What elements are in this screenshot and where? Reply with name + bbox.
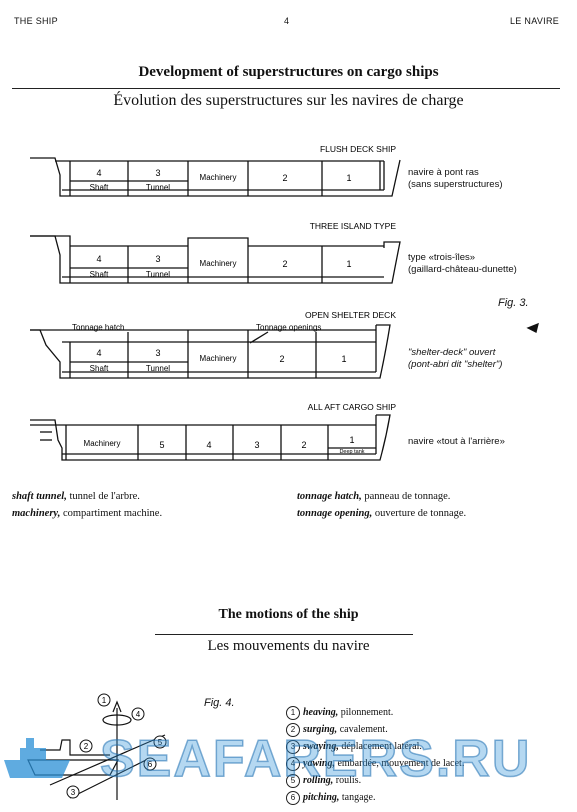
flush-deck-ship [30,157,401,197]
open-shelter-deck-ship [30,324,391,379]
ship1-machinery: Machinery [200,173,237,182]
ship2-hold-1: 1 [346,259,351,269]
motion-axis-markers: 1 2 3 4 5 6 [66,693,167,799]
glossary-item: machinery, compartiment machine. [12,508,163,519]
ship-diagrams: FLUSH DECK SHIP 4 3 Shaft Tunnel Machine… [30,144,539,461]
ship1-tunnel: Tunnel [146,183,170,192]
ship1-desc: navire à pont ras (sans superstructures) [408,167,503,190]
section2-title-en: The motions of the ship [218,607,359,622]
axis-marker: 4 [136,710,141,719]
ship1-hold-2: 2 [282,173,287,183]
axis-marker: 2 [84,742,89,751]
axis-marker: 1 [102,696,107,705]
ship2-label: THREE ISLAND TYPE [310,221,397,231]
ship3-tunnel: Tunnel [146,364,170,373]
running-head-left: THE SHIP [14,16,58,26]
ship1-hold-1: 1 [346,173,351,183]
section-title-fr: Évolution des superstructures sur les na… [113,92,464,109]
fig3-label: Fig. 3. [498,297,529,309]
ship4-label: ALL AFT CARGO SHIP [308,402,397,412]
ship3-hold-1: 1 [341,354,346,364]
ship2-desc: type «trois-îles» (gaillard-château-dune… [408,252,517,275]
glossary-item: shaft tunnel, tunnel de l'arbre. [12,491,140,502]
ship2-hold-4: 4 [96,254,101,264]
ship3-shaft: Shaft [90,364,109,373]
section2-title-fr: Les mouvements du navire [207,638,370,654]
ship4-hold-3: 3 [254,440,259,450]
ship2-hold-3: 3 [155,254,160,264]
ship3-hold-4: 4 [96,348,101,358]
ship1-hold-4: 4 [96,168,101,178]
all-aft-cargo-ship [30,414,391,461]
ship3-hold-2: 2 [279,354,284,364]
ship1-shaft: Shaft [90,183,109,192]
glossary-left: shaft tunnel, tunnel de l'arbre. machine… [12,488,162,522]
glossary-item: tonnage opening, ouverture de tonnage. [297,508,467,519]
tonnage-hatch-label: Tonnage hatch [72,323,125,332]
ship4-hold-4: 4 [206,440,211,450]
ship3-hold-3: 3 [155,348,160,358]
glossary-item: tonnage hatch, panneau de tonnage. [297,491,451,502]
ship2-hold-2: 2 [282,259,287,269]
title-rule [12,88,560,89]
section-title-en: Development of superstructures on cargo … [138,64,439,80]
tonnage-openings-label: Tonnage openings [256,323,321,332]
running-head-right: LE NAVIRE [510,16,560,26]
ship4-desc: navire «tout à l'arrière» [408,436,505,447]
section2-rule [155,634,413,635]
glossary-right: tonnage hatch, panneau de tonnage. tonna… [297,488,466,522]
axis-marker: 6 [148,760,153,769]
ship4-machinery: Machinery [84,439,121,448]
three-island-ship [30,235,401,284]
fig4-label: Fig. 4. [204,697,235,709]
page-number: 4 [284,16,290,26]
ship3-machinery: Machinery [200,354,237,363]
ship1-label: FLUSH DECK SHIP [320,144,396,154]
ship2-tunnel: Tunnel [146,270,170,279]
axis-marker: 3 [71,788,76,797]
ship3-label: OPEN SHELTER DECK [305,310,396,320]
ship4-hold-2: 2 [301,440,306,450]
ship4-hold-1: 1 [349,435,354,445]
ship4-deep-tank: Deep tank [339,449,364,455]
ship1-hold-3: 3 [155,168,160,178]
ship4-hold-5: 5 [159,440,164,450]
ship2-machinery: Machinery [200,259,237,268]
axis-marker: 5 [158,738,163,747]
ship2-shaft: Shaft [90,270,109,279]
ship3-desc: "shelter-deck" ouvert (pont-abri dit "sh… [408,347,503,370]
